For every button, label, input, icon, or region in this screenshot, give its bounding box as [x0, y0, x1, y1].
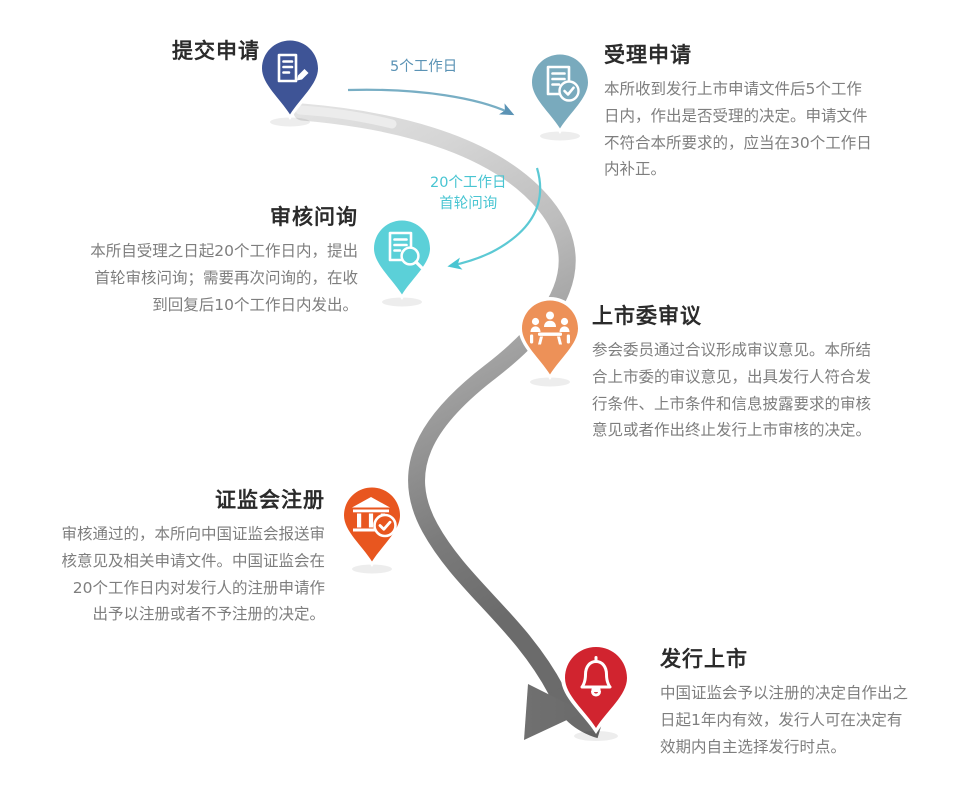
document-check-icon: [546, 65, 580, 102]
step-issuance-listing-text: 发行上市 中国证监会予以注册的决定自作出之日起1年内有效，发行人可在决定有效期内…: [660, 646, 908, 760]
bank-check-icon: [352, 497, 397, 538]
step-description: 审核通过的，本所向中国证监会报送审核意见及相关申请文件。中国证监会在20个工作日…: [61, 525, 325, 624]
step-listing-committee-review-text: 上市委审议 参会委员通过合议形成审议意见。本所结合上市委的审议意见，出具发行人符…: [592, 303, 876, 444]
meeting-people-icon: [530, 311, 570, 345]
step-csrc-registration-text: 证监会注册 审核通过的，本所向中国证监会报送审核意见及相关申请文件。中国证监会在…: [60, 487, 325, 628]
step-title: 证监会注册: [215, 488, 325, 512]
step-description: 本所收到发行上市申请文件后5个工作日内，作出是否受理的决定。申请文件不符合本所要…: [604, 80, 872, 179]
step-description: 本所自受理之日起20个工作日内，提出首轮审核问询；需要再次问询的，在收到回复后1…: [90, 242, 358, 314]
step-description: 中国证监会予以注册的决定自作出之日起1年内有效，发行人可在决定有效期内自主选择发…: [660, 684, 909, 756]
step-description: 参会委员通过合议形成审议意见。本所结合上市委的审议意见，出具发行人符合发行条件、…: [592, 341, 872, 440]
step-title: 发行上市: [660, 647, 748, 671]
marker-pin-submit-application[interactable]: [254, 34, 326, 130]
marker-pin-accept-application[interactable]: [524, 48, 596, 144]
step-title: 提交申请: [172, 39, 260, 63]
connector-label-5-working-days: 5个工作日: [390, 57, 457, 78]
connector-label-line: 首轮问询: [439, 196, 498, 213]
connector-label-line: 20个工作日: [430, 175, 507, 191]
step-review-inquiry-text: 审核问询 本所自受理之日起20个工作日内，提出首轮审核问询；需要再次问询的，在收…: [90, 204, 358, 318]
step-title: 审核问询: [270, 205, 358, 229]
bell-icon: [580, 656, 612, 697]
marker-pin-listing-committee-review[interactable]: [514, 294, 586, 390]
pencil-icon: [297, 69, 309, 81]
step-accept-application-text: 受理申请 本所收到发行上市申请文件后5个工作日内，作出是否受理的决定。申请文件不…: [604, 42, 876, 183]
document-search-icon: [388, 231, 424, 270]
step-title: 受理申请: [604, 43, 692, 67]
step-submit-application-text: 提交申请: [60, 38, 260, 72]
marker-pin-issuance-listing[interactable]: [556, 640, 631, 741]
marker-pin-review-inquiry[interactable]: [366, 214, 438, 310]
marker-pin-csrc-registration[interactable]: [336, 481, 408, 577]
connector-label-20-working-days: 20个工作日 首轮问询: [430, 173, 506, 215]
connector-label-line: 5个工作日: [390, 59, 458, 75]
document-pencil-icon: [277, 53, 298, 83]
step-title: 上市委审议: [592, 304, 702, 328]
